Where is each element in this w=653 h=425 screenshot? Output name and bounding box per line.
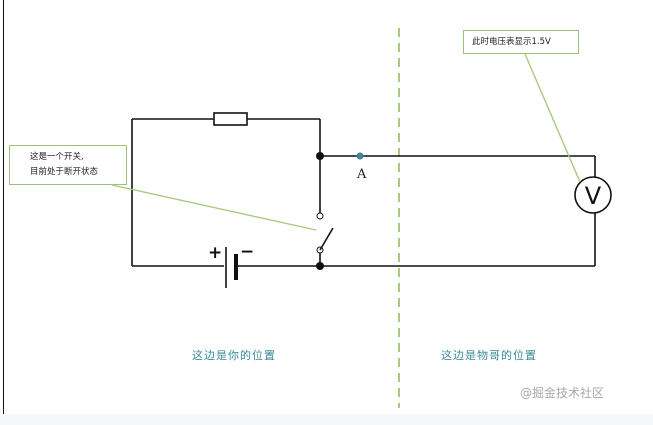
battery-plus-sign: + — [208, 243, 222, 263]
switch-callout: 这是一个开关, 目前处于断开状态 — [9, 145, 127, 185]
region-label-right: 这边是物哥的位置 — [441, 349, 537, 362]
switch-contact-top — [316, 212, 324, 220]
switch-callout-leader — [111, 184, 317, 231]
point-a-node — [356, 152, 364, 160]
voltmeter-callout-leader — [524, 53, 581, 183]
voltmeter-symbol: V — [585, 182, 602, 210]
left-border-line — [3, 0, 4, 414]
switch-callout-line2: 目前处于断开状态 — [30, 167, 99, 177]
voltmeter-callout-text: 此时电压表显示1.5V — [472, 36, 551, 47]
resistor — [213, 112, 248, 126]
bottom-band — [0, 414, 653, 425]
region-label-left: 这边是你的位置 — [192, 349, 276, 362]
switch-callout-line1: 这是一个开关, — [30, 152, 84, 162]
voltmeter-callout: 此时电压表显示1.5V — [463, 30, 579, 54]
switch-lever — [319, 227, 334, 251]
voltmeter — [574, 176, 612, 214]
watermark: @掘金技术社区 — [520, 386, 605, 400]
battery-minus-sign: − — [240, 242, 254, 262]
point-a-label: A — [356, 167, 367, 182]
